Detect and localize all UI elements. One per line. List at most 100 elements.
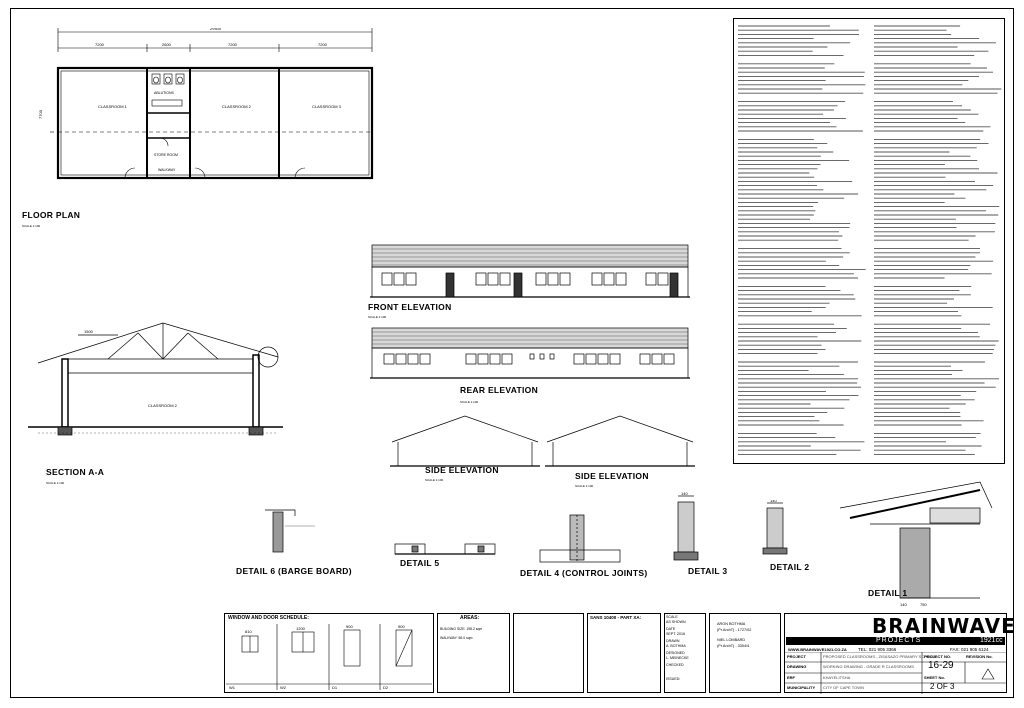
detail-3: 140 xyxy=(673,492,699,561)
tb-sheet-no: 2 OF 3 xyxy=(930,682,955,691)
tb-date-label: DATE xyxy=(666,627,676,631)
dim-2: 2600 xyxy=(162,42,172,47)
detail-6 xyxy=(265,509,315,553)
detail-3-dim: 140 xyxy=(681,492,688,496)
title-detail-3: DETAIL 3 xyxy=(688,566,728,576)
notes-panel xyxy=(733,18,1005,464)
scale-rear-elevation: SCALE 1:100 xyxy=(460,400,479,404)
tb-sheet-label: SHEET No. xyxy=(924,675,945,680)
tb-tel: TEL: 021 905 3366 xyxy=(858,647,897,652)
tb-drawing-value: WORKING DRAWING - GRADE R CLASSROOMS xyxy=(823,664,914,669)
dim-3: 7200 xyxy=(228,42,238,47)
side-elevation-2 xyxy=(545,415,695,467)
tb-grid xyxy=(784,652,1007,694)
detail-1-dim-a: 140 xyxy=(900,602,907,607)
tb-erf-label: ERF xyxy=(787,675,795,680)
overall-dim: 29400 xyxy=(210,28,222,31)
general-notes-box xyxy=(513,613,584,693)
scale-floor-plan: SCALE 1:100 xyxy=(22,224,41,228)
title-front-elevation: FRONT ELEVATION xyxy=(368,302,452,312)
tb-project-no-label: PROJECT NO. xyxy=(924,654,952,659)
room-classroom-1: CLASSROOM 1 xyxy=(98,104,128,109)
window-dim-1: 810 xyxy=(245,629,252,634)
tb-date-value: SEPT. 2016 xyxy=(666,632,685,636)
tb-persons xyxy=(709,613,781,693)
section-a-a: 1500 CLASSROOM 2 xyxy=(28,322,283,436)
detail-1: 140 750 xyxy=(839,481,993,607)
type-d2: D2 xyxy=(383,685,389,690)
sans-box xyxy=(587,613,661,693)
room-walkway: WALKWAY xyxy=(158,168,176,172)
title-floor-plan: FLOOR PLAN xyxy=(22,210,81,220)
tb-person-1: ARON BOTHMA xyxy=(717,622,746,626)
side-elevation-1 xyxy=(390,415,540,467)
title-side-elevation-2: SIDE ELEVATION xyxy=(575,471,649,481)
tb-drawing-label: DRAWING xyxy=(787,664,807,669)
dim-4: 7200 xyxy=(318,42,328,47)
tb-person-2: NIEL LOMBARD xyxy=(717,638,746,642)
areas-title: AREAS: xyxy=(460,615,480,621)
tb-scale-label: SCALE xyxy=(666,615,678,619)
tb-project-no: 16-29 xyxy=(928,660,954,671)
section-room-label: CLASSROOM 2 xyxy=(148,403,178,408)
window-door-schedule-drawings: 810 1200 900 900 W1 W2 D1 D2 xyxy=(226,624,432,690)
tb-scale-value: AS SHOWN xyxy=(666,620,686,624)
window-door-schedule xyxy=(224,613,434,693)
title-detail-2: DETAIL 2 xyxy=(770,562,810,572)
room-classroom-2: CLASSROOM 2 xyxy=(222,104,252,109)
tb-checked-label: CHECKED xyxy=(666,663,684,667)
section-dim: 1500 xyxy=(84,329,94,334)
rear-elevation xyxy=(370,327,690,379)
tb-project-value: PROPOSED CLASSROOMS - ZISASAZO PRIMARY S… xyxy=(823,654,936,659)
detail-2: 140 xyxy=(762,500,788,555)
detail-2-dim: 140 xyxy=(770,500,777,503)
scale-front-elevation: SCALE 1:100 xyxy=(368,315,387,319)
tb-erf-value: KHAYELITSHA xyxy=(823,675,851,680)
notes-text-lines xyxy=(738,25,1002,455)
areas-box xyxy=(437,613,510,693)
title-detail-1: DETAIL 1 xyxy=(868,588,908,598)
brand-cc: 1921cc xyxy=(980,637,1003,644)
scale-side-elevation-1: SCALE 1:100 xyxy=(425,478,444,482)
tb-drawn-label: DRAWN xyxy=(666,639,680,643)
tb-meta xyxy=(664,613,706,693)
room-store: STORE ROOM xyxy=(154,153,178,157)
type-w1: W1 xyxy=(229,685,236,690)
title-section: SECTION A-A xyxy=(46,467,105,477)
tb-web: WWW.BRAINWAVE1921.CO.ZA xyxy=(788,647,847,652)
brand-name: BRAINWAVE xyxy=(872,614,1016,638)
dim-1: 7200 xyxy=(95,42,105,47)
sans-title: SANS 10400 - PART XA: xyxy=(590,615,642,620)
drawing-sheet xyxy=(10,8,1014,698)
title-detail-6: DETAIL 6 (BARGE BOARD) xyxy=(236,566,352,576)
tb-designed-value: L. MEINECKE xyxy=(666,656,689,660)
detail-4 xyxy=(539,514,621,563)
area-walkway: WALKWAY: 56.0 sqm xyxy=(440,636,473,640)
tb-revision-label: REVISION No. xyxy=(966,654,993,659)
front-elevation xyxy=(370,244,690,298)
window-dim-3: 900 xyxy=(346,624,353,629)
scale-section: SCALE 1:100 xyxy=(46,481,65,485)
window-door-title: WINDOW AND DOOR SCHEDULE: xyxy=(228,615,309,621)
tb-muni-label: MUNICIPALITY xyxy=(787,685,816,690)
tb-drawn-value: A. BOTHMA xyxy=(666,644,686,648)
title-side-elevation-1: SIDE ELEVATION xyxy=(425,465,499,475)
window-dim-4: 900 xyxy=(398,624,405,629)
tb-person-2-reg: (Pr.ArchT) - 3304/4 xyxy=(717,644,750,648)
room-classroom-3: CLASSROOM 3 xyxy=(312,104,342,109)
floor-plan: 29400 7200 2600 7200 7200 CLASSROOM 1 CL… xyxy=(50,28,374,180)
window-dim-2: 1200 xyxy=(296,626,306,631)
title-detail-5: DETAIL 5 xyxy=(400,558,440,568)
scale-side-elevation-2: SCALE 1:100 xyxy=(575,484,594,488)
tb-brand-box xyxy=(784,613,1007,693)
tb-issued-label: ISSUED: xyxy=(666,677,681,681)
tb-designed-label: DESIGNED xyxy=(666,651,685,655)
side-dim: 7700 xyxy=(37,110,43,119)
detail-5 xyxy=(394,543,496,555)
brand-bar xyxy=(786,637,1005,645)
tb-muni-value: CITY OF CAPE TOWN xyxy=(823,685,864,690)
type-d1: D1 xyxy=(332,685,338,690)
area-building: BUILDING SIZE: 198.2 sqm xyxy=(440,627,483,631)
room-ablutions: ABLUTIONS xyxy=(154,91,175,95)
title-detail-4: DETAIL 4 (CONTROL JOINTS) xyxy=(520,568,648,578)
